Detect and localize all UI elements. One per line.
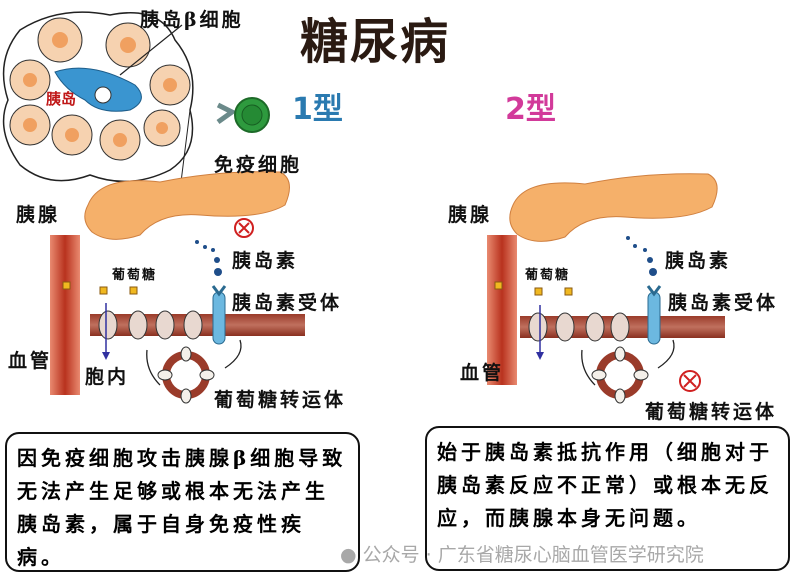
vessel-label: 血管 bbox=[460, 362, 505, 384]
wechat-icon: ● bbox=[340, 544, 363, 566]
glucose-label: 葡萄糖 bbox=[112, 268, 158, 283]
islet-magnified bbox=[2, 11, 194, 191]
immune-cell-label: 免疫细胞 bbox=[214, 154, 303, 176]
receptor-label: 胰岛素受体 bbox=[668, 292, 779, 314]
blood-vessel bbox=[50, 235, 80, 395]
blocked-icon bbox=[234, 218, 701, 392]
transporter-label: 葡萄糖转运体 bbox=[645, 401, 778, 423]
type2-heading: 2型 bbox=[505, 92, 556, 127]
pancreas-label: 胰腺 bbox=[448, 204, 493, 226]
pancreas bbox=[84, 171, 290, 240]
pancreas-label: 胰腺 bbox=[16, 204, 61, 226]
page-title: 糖尿病 bbox=[300, 14, 451, 70]
type1-heading: 1型 bbox=[292, 92, 343, 127]
beta-cell-label: 胰岛β细胞 bbox=[140, 9, 244, 31]
intracellular-label: 胞内 bbox=[85, 366, 130, 388]
immune-cell bbox=[216, 97, 270, 133]
insulin-label: 胰岛素 bbox=[232, 250, 299, 272]
islet-label: 胰岛 bbox=[46, 90, 77, 108]
type1-description: 因免疫细胞攻击胰腺β细胞导致无法产生足够或根本无法产生胰岛素，属于自身免疫性疾病… bbox=[5, 432, 360, 572]
transporter-label: 葡萄糖转运体 bbox=[214, 389, 347, 411]
receptor-label: 胰岛素受体 bbox=[232, 292, 343, 314]
glucose-label: 葡萄糖 bbox=[525, 268, 571, 283]
type2-description: 始于胰岛素抵抗作用（细胞对于胰岛素反应不正常）或根本无反应，而胰腺本身无问题。 bbox=[425, 426, 790, 571]
watermark: ● 公众号 · 广东省糖尿心脑血管医学研究院 bbox=[340, 544, 704, 566]
blood-vessel bbox=[487, 235, 517, 385]
insulin-label: 胰岛素 bbox=[665, 250, 732, 272]
pancreas bbox=[509, 173, 718, 242]
vessel-label: 血管 bbox=[8, 350, 53, 372]
